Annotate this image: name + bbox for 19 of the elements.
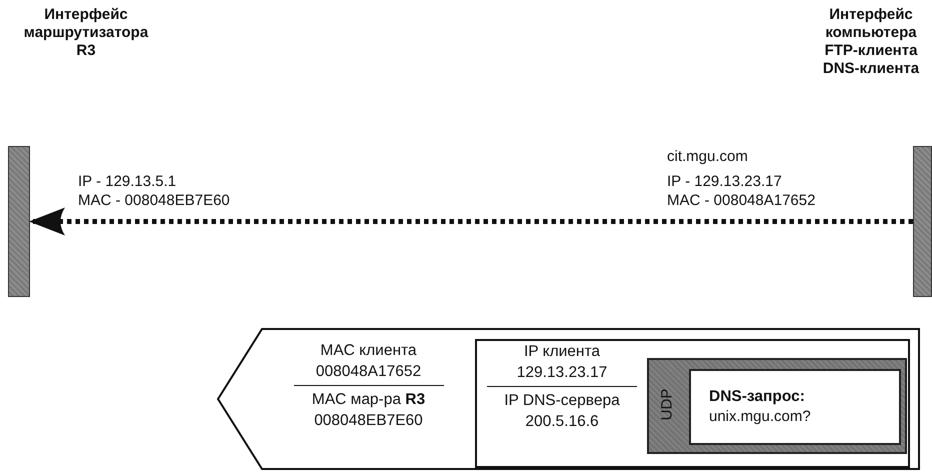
field-text: MAC клиента 008048A17652 [314, 341, 422, 382]
interface-heading: Интерфейс маршрутизатора R3 [22, 6, 150, 60]
query-text: unix.mgu.com? [709, 407, 812, 427]
udp-segment-box [647, 358, 907, 454]
interface-bar [8, 146, 30, 297]
interface-bar [913, 146, 932, 297]
address-text: IP - 129.13.5.1 [78, 172, 176, 191]
interface-heading: Интерфейс компьютера FTP-клиента DNS-клиента [822, 6, 920, 78]
address-text: MAC - 008048A17652 [667, 191, 816, 210]
dns-query-box [689, 369, 901, 445]
query-title: DNS-запрос: [709, 387, 806, 407]
ip-packet-box [475, 339, 910, 468]
address-text: IP - 129.13.23.17 [667, 172, 782, 191]
address-text: MAC - 008048EB7E60 [78, 191, 230, 210]
address-text: cit.mgu.com [667, 147, 748, 166]
field-text: IP DNS-сервера 200.5.16.6 [503, 391, 621, 432]
field-text: MAC мар-ра R3 008048EB7E60 [310, 390, 426, 431]
field-text: IP клиента 129.13.23.17 [516, 342, 608, 383]
protocol-text: UDP [658, 388, 676, 420]
